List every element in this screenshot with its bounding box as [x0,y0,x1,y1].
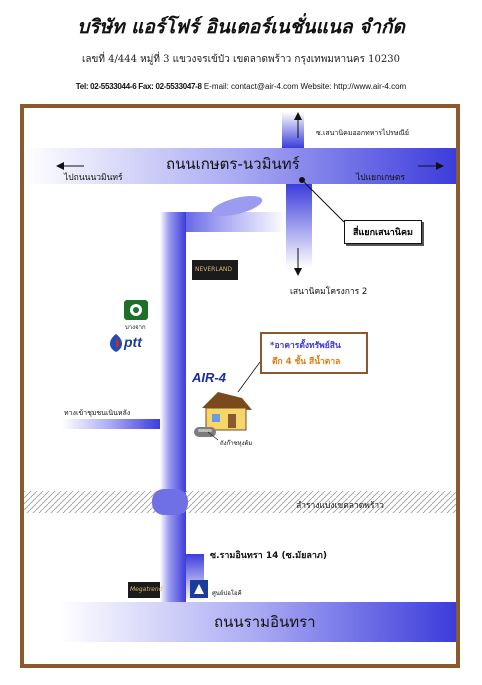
label-road-ramintra: ถนนรามอินทรา [214,613,316,631]
label-lane-left: ทางเข้าชุมชนเนินหลัง [64,409,131,417]
road-kaset-nawamin [24,148,456,184]
label-neverland: NEVERLAND [195,266,233,273]
road-vertical [160,212,186,602]
company-title: บริษัท แอร์โฟร์ อินเตอร์เนชั่นแนล จำกัด [77,16,405,38]
arrow-west [56,162,84,170]
label-road-kaset: ถนนเกษตร-นวมินทร์ [166,155,300,173]
intersection-marker [299,177,305,183]
label-office-line1: *อาคารตั้งทรัพย์สิน [270,341,341,351]
company-address: เลขที่ 4/444 หมู่ที่ 3 แขวงจรเข้บัว เขตล… [81,54,400,65]
office-house-icon [202,392,252,431]
road-branch [160,212,286,232]
label-soi-top: ซ.เสนานิคมออกทหารไปรษณีย์ [316,129,409,137]
phone-fax: Tel: 02-5533044-6 Fax: 02-5533047-8 [75,82,202,91]
label-tank: ถังก๊าซหุงต้ม [220,440,253,447]
label-office-line2: ตึก 4 ชั้น สีน้ำตาล [272,357,341,367]
canal [24,491,456,513]
company-contact: Tel: 02-5533044-6 Fax: 02-5533047-8 E-ma… [0,82,482,91]
ptt-logo-mark [110,334,122,352]
arrow-north [294,112,302,138]
lane-left [62,419,160,429]
arrow-east [418,162,444,170]
bangchak-logo [124,300,148,320]
email-website: E-mail: contact@air-4.com Website: http:… [203,82,407,91]
label-dir-nawamin: ไปถนนนวมินทร์ [64,173,123,183]
brand-right-icon [190,580,208,598]
office-callout: *อาคารตั้งทรัพย์สิน ตึก 4 ชั้น สีน้ำตาล [260,332,368,374]
gas-tank-icon [194,427,216,437]
label-bangchak: บางจาก [125,324,146,331]
megatrend-sign [128,582,160,598]
map-frame: ซ.เสนานิคมออกทหารไปรษณีย์ ถนนเกษตร-นวมิน… [20,104,460,668]
label-ptt: ptt [124,334,142,350]
road-ramp [211,196,263,216]
neverland-sign [192,260,238,280]
arrow-south [294,248,302,276]
label-dir-kaset: ไปแยกเกษตร [356,173,406,183]
label-air4: AIR-4 [192,370,226,385]
callout-intersection: สี่แยกเสนานิคม [344,220,422,244]
label-brand-right: ศูนย์ปอโอคี [212,590,242,597]
map-canvas [24,112,456,642]
label-canal: ลำรางแบ่งเขตลาดพร้าว [296,501,384,511]
road-sena-south [286,184,312,268]
road-sena-north [282,112,304,148]
road-ramintra [60,602,456,642]
bridge [152,489,188,515]
label-megatrend: Megatrend [130,586,163,593]
label-sena-project: เสนานิคมโครงการ 2 [290,287,368,297]
label-soi-ramintra: ซ.รามอินทรา 14 (ซ.มัยลาภ) [210,551,327,561]
